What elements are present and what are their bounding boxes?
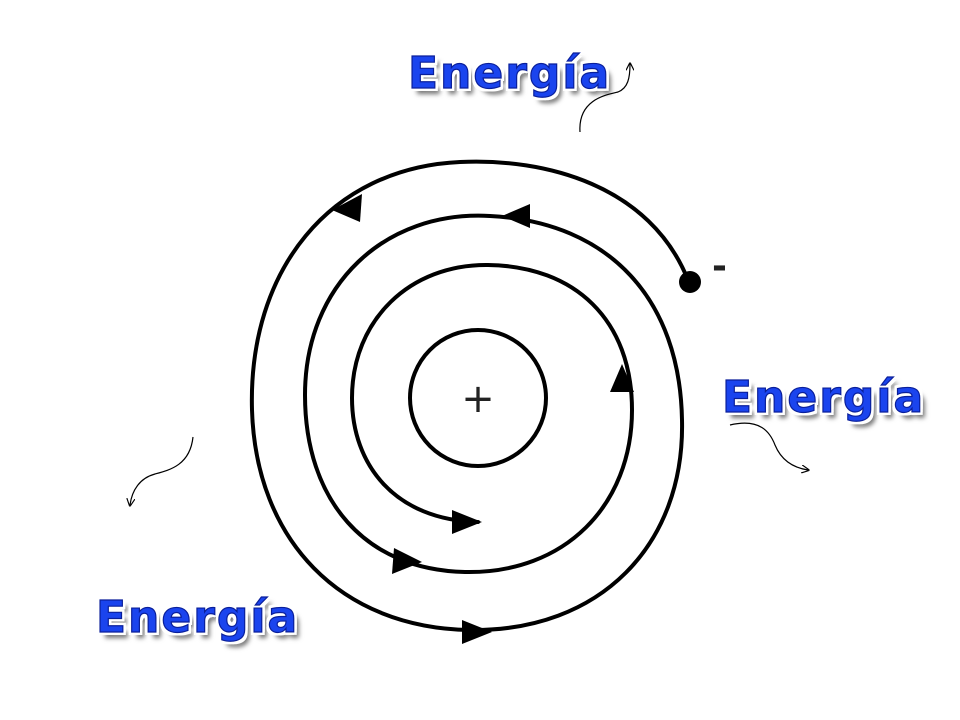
electron-spiral-path	[249, 159, 690, 633]
spiral-arrow-1	[332, 194, 362, 222]
energy-arrow-right	[729, 422, 808, 470]
nucleus-circle	[408, 328, 548, 468]
energy-label-left: Energía	[95, 592, 300, 643]
electron-charge-symbol: -	[712, 246, 727, 287]
electron-dot	[679, 271, 701, 293]
spiral-arrow-6	[452, 510, 482, 534]
energy-arrow-left	[130, 436, 194, 505]
energy-label-top: Energía	[407, 48, 612, 99]
energy-arrow-top	[579, 64, 630, 133]
spiral-arrow-5	[392, 548, 422, 574]
energy-label-right: Energía	[721, 372, 926, 423]
spiral-arrow-2	[502, 204, 530, 228]
nucleus-charge-symbol: +	[461, 376, 495, 422]
spiral-arrow-3	[610, 364, 634, 392]
spiral-arrow-4	[462, 620, 492, 644]
